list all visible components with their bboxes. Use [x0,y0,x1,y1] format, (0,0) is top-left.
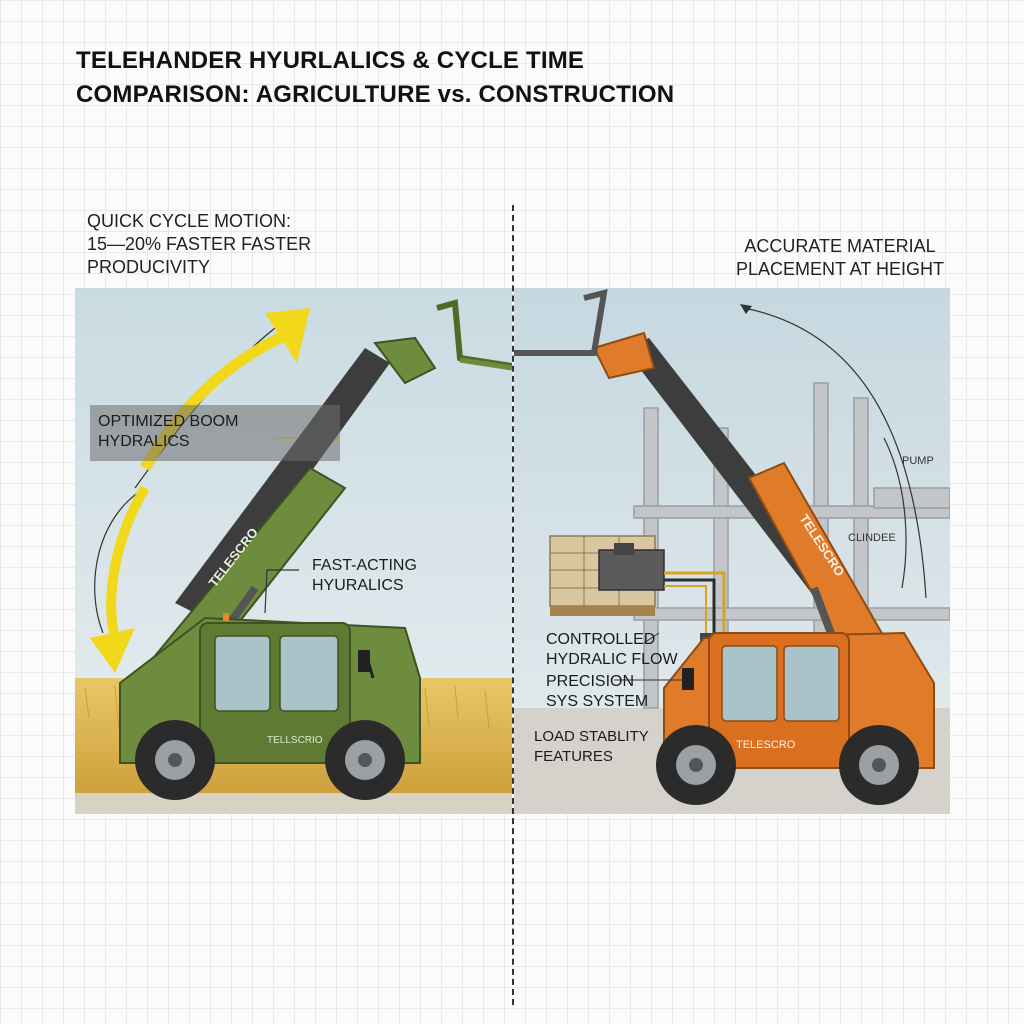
construction-illustration: TELESCRO TELESCRO [514,288,950,814]
cab-window [721,645,778,722]
rear-wheel [839,725,919,805]
boom-head [592,331,656,380]
fast-acting-line-1: FAST-ACTING [312,557,417,574]
optimized-boom-line-2: HYDRALICS [98,433,190,450]
downward-arrow-body [106,485,150,640]
body-brand: TELLSCRIO [267,735,323,746]
beacon-light [223,613,229,621]
agriculture-caption: QUICK CYCLE MOTION: 15—20% FASTER FASTER… [87,210,311,279]
pump-label: PUMP [902,455,934,467]
optimized-boom-label: OPTIMIZED BOOM HYDRALICS [90,405,340,452]
precision-system-line-1: PRECISION [546,673,635,690]
title-line-1: TELEHANDER HYURLALICS & CYCLE TIME [76,47,585,74]
controlled-flow-label: CONTROLLED HYDRALIC FLOW [546,630,678,670]
fast-acting-label: FAST-ACTING HYURALICS [312,556,417,596]
rear-wheel [325,720,405,800]
cab-window [279,635,339,712]
downward-arrowhead [90,628,135,673]
controlled-flow-line-1: CONTROLLED [546,631,656,648]
agriculture-scene: TELESCRO TELLSCRIO [75,288,512,814]
cylinder-label: CLINDEE [848,532,896,544]
upward-arrowhead [265,308,310,363]
precision-system-line-2: SYS SYSTEM [546,693,649,710]
controlled-flow-line-2: HYDRALIC FLOW [546,651,678,668]
construction-caption: ACCURATE MATERIAL PLACEMENT AT HEIGHT [710,235,970,281]
body-brand-plate [265,733,340,745]
motion-arc [94,487,146,634]
body-brand: TELESCRO [736,739,796,751]
cab-window [783,645,840,722]
construction-caption-line-1: ACCURATE MATERIAL [744,236,936,256]
side-mirror [682,668,694,690]
construction-caption-line-2: PLACEMENT AT HEIGHT [735,259,945,279]
construction-scene: TELESCRO TELESCRO [514,288,950,814]
load-stability-label: LOAD STABLITY FEATURES [534,727,649,767]
title-line-2: COMPARISON: AGRICULTURE vs. CONSTRUCTION [76,81,675,108]
boom-head [373,336,437,385]
front-wheel [135,720,215,800]
page-title: TELEHANDER HYURLALICS & CYCLE TIME COMPA… [76,44,696,112]
agriculture-caption-line-1: QUICK CYCLE MOTION: [87,211,292,231]
precision-system-label: PRECISION SYS SYSTEM [546,672,648,712]
agriculture-caption-line-2: 15—20% FASTER FASTER [87,234,312,254]
side-mirror [358,650,370,672]
center-divider [512,205,514,1005]
fast-acting-leader [264,569,299,614]
agriculture-caption-line-3: PRODUCIVITY [87,257,211,277]
agriculture-illustration: TELESCRO TELLSCRIO [75,288,512,814]
optimized-boom-line-1: OPTIMIZED BOOM [98,413,239,430]
front-wheel [656,725,736,805]
optimized-boom-callout: OPTIMIZED BOOM HYDRALICS [90,405,340,461]
load-stability-line-2: FEATURES [534,748,613,765]
flow-leader [643,632,660,644]
fast-acting-line-2: HYURALICS [312,577,404,594]
fork [459,357,512,371]
placement-arc [883,437,907,589]
ground-strip [75,793,512,814]
fork-carriage [514,288,608,356]
placement-arc [743,307,927,599]
cab-window [214,635,271,712]
load-stability-line-1: LOAD STABLITY [534,728,649,745]
